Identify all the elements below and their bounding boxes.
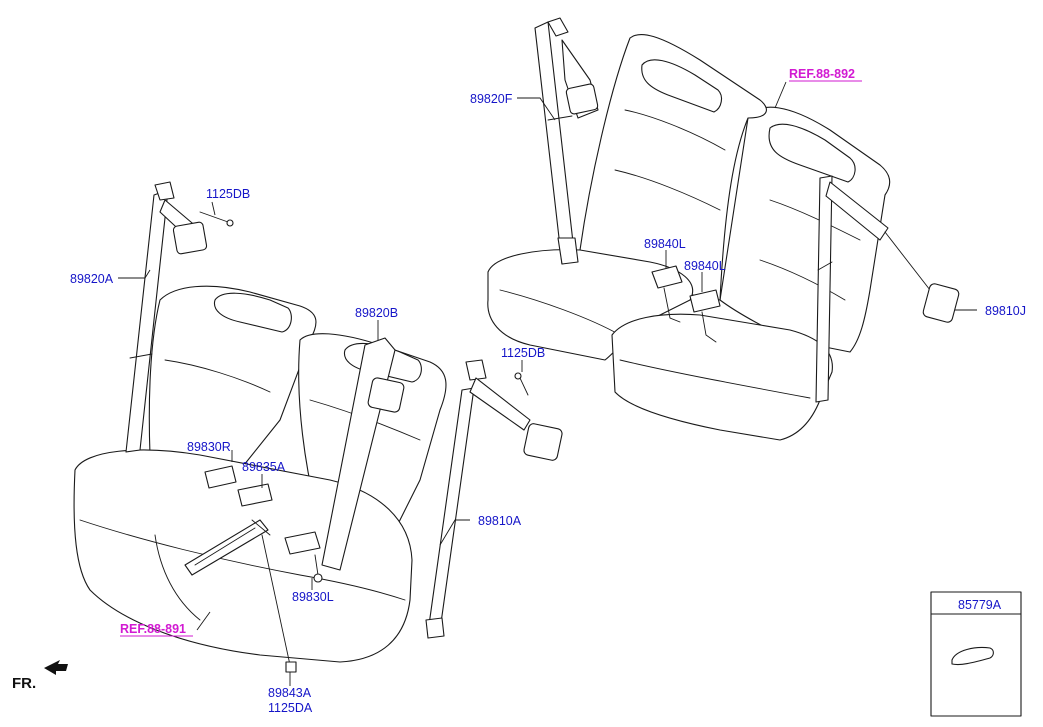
label-89820B[interactable]: 89820B bbox=[355, 306, 398, 320]
buckle-89830R bbox=[204, 465, 237, 489]
ref-upper[interactable]: REF.88-892 bbox=[789, 67, 855, 81]
second-row-left-headrest bbox=[213, 292, 292, 333]
buckle-89835A bbox=[237, 483, 273, 507]
third-row-left-cushion bbox=[487, 249, 693, 361]
buckle-89840L-a bbox=[651, 265, 683, 289]
label-89830L[interactable]: 89830L bbox=[292, 590, 334, 604]
second-row-seat-assembly bbox=[73, 181, 563, 673]
ref-lower[interactable]: REF.88-891 bbox=[120, 622, 186, 636]
buckle-89840L-b bbox=[689, 289, 721, 313]
reference-labels: REF.88-892 REF.88-891 bbox=[120, 67, 862, 637]
third-row-right-cushion bbox=[611, 313, 833, 441]
third-row-left-headrest bbox=[641, 59, 723, 113]
label-85779A[interactable]: 85779A bbox=[958, 598, 1002, 612]
third-row-right-headrest bbox=[768, 123, 856, 183]
label-1125DB-left[interactable]: 1125DB bbox=[206, 187, 250, 201]
retractor-89820A bbox=[172, 221, 208, 255]
label-89835A[interactable]: 89835A bbox=[242, 460, 286, 474]
second-row-cushion bbox=[73, 449, 413, 663]
label-1125DB-mid[interactable]: 1125DB bbox=[501, 346, 545, 360]
label-1125DA[interactable]: 1125DA bbox=[268, 701, 313, 715]
front-direction-indicator bbox=[44, 660, 68, 675]
part-labels: 89820F 1125DB 89820A 89820B 1125DB 89830… bbox=[70, 92, 1026, 715]
label-89840L-b[interactable]: 89840L bbox=[684, 259, 726, 273]
label-89810A[interactable]: 89810A bbox=[478, 514, 522, 528]
third-row-seat-assembly bbox=[487, 17, 960, 441]
front-arrow-icon bbox=[44, 660, 68, 675]
label-89840L-a[interactable]: 89840L bbox=[644, 237, 686, 251]
front-label: FR. bbox=[12, 675, 36, 692]
second-row-left-seatback bbox=[148, 285, 317, 471]
belt-89810J bbox=[815, 175, 833, 403]
label-89830R[interactable]: 89830R bbox=[187, 440, 231, 454]
label-89810J[interactable]: 89810J bbox=[985, 304, 1026, 318]
retractor-89820B bbox=[367, 377, 405, 413]
inset-85779A bbox=[930, 591, 1022, 717]
retractor-89810A bbox=[523, 423, 563, 461]
label-89820A[interactable]: 89820A bbox=[70, 272, 114, 286]
label-89843A[interactable]: 89843A bbox=[268, 686, 312, 700]
label-89820F[interactable]: 89820F bbox=[470, 92, 513, 106]
leader-lines bbox=[118, 81, 977, 686]
buckle-89830L bbox=[284, 531, 321, 555]
anchor-bar-89843A bbox=[184, 519, 269, 576]
retractor-89810J bbox=[922, 283, 960, 323]
cover-85779A bbox=[951, 646, 994, 666]
